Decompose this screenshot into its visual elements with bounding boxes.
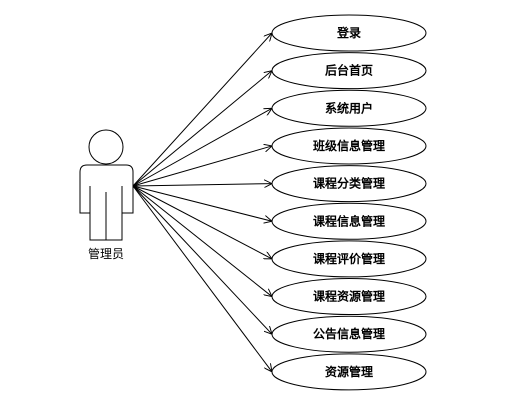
use-case-label: 课程评价管理	[313, 251, 385, 266]
use-case-ellipse	[271, 240, 427, 278]
association-arrow	[132, 185, 272, 372]
use-case: 课程评价管理	[271, 240, 427, 278]
use-case-ellipse	[271, 165, 427, 203]
use-case: 课程资源管理	[271, 278, 427, 316]
use-case-ellipse	[271, 202, 427, 240]
use-case-label: 后台首页	[325, 63, 373, 78]
use-case-label: 公告信息管理	[313, 326, 385, 341]
use-case-label: 系统用户	[325, 100, 373, 115]
actor-head	[88, 129, 124, 165]
use-case-label: 资源管理	[325, 364, 373, 379]
use-case-label: 登录	[336, 25, 361, 40]
use-case-label: 课程分类管理	[313, 176, 385, 191]
association-arrow	[132, 185, 272, 221]
use-case-ellipse	[271, 315, 427, 353]
association-arrow	[132, 185, 272, 334]
use-case-list: 登录后台首页系统用户班级信息管理课程分类管理课程信息管理课程评价管理课程资源管理…	[271, 14, 427, 391]
use-case-label: 班级信息管理	[313, 138, 385, 153]
actor-administrator: 管理员	[79, 129, 134, 261]
use-case: 系统用户	[271, 89, 427, 127]
association-arrow	[132, 71, 272, 187]
use-case-ellipse	[271, 278, 427, 316]
use-case-ellipse	[271, 89, 427, 127]
use-case: 公告信息管理	[271, 315, 427, 353]
actor-label: 管理员	[88, 246, 124, 261]
use-case: 班级信息管理	[271, 127, 427, 165]
use-case-label: 课程信息管理	[313, 213, 385, 228]
association-arrow	[132, 185, 272, 297]
use-case: 后台首页	[271, 52, 427, 90]
association-arrow	[132, 184, 272, 186]
association-lines	[132, 33, 272, 372]
use-case-ellipse	[271, 353, 427, 391]
association-arrow	[132, 108, 272, 187]
use-case: 课程信息管理	[271, 202, 427, 240]
association-arrow	[132, 185, 272, 259]
use-case-ellipse	[271, 52, 427, 90]
use-case-ellipse	[271, 127, 427, 165]
use-case-ellipse	[271, 14, 427, 52]
use-case-label: 课程资源管理	[313, 289, 385, 304]
use-case: 课程分类管理	[271, 165, 427, 203]
use-case: 登录	[271, 14, 427, 52]
use-case: 资源管理	[271, 353, 427, 391]
association-arrow	[132, 146, 272, 187]
association-arrow	[132, 33, 272, 187]
